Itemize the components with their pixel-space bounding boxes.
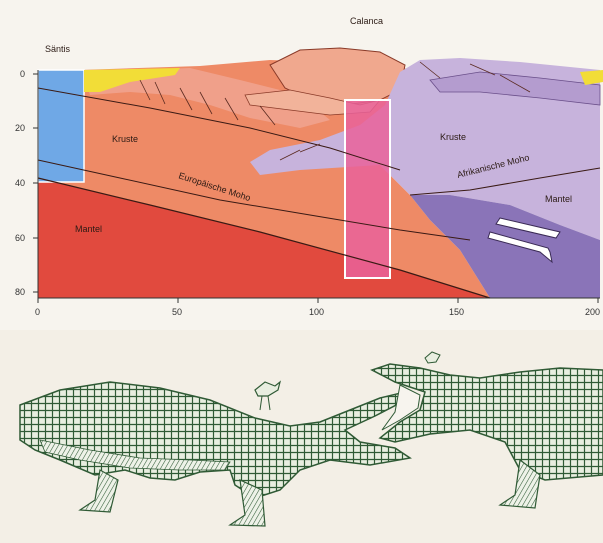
label-saentis: Säntis — [45, 44, 71, 54]
label-mantle-right: Mantel — [545, 194, 572, 204]
right-crocodile — [372, 364, 603, 480]
depth-tick-20: 20 — [15, 123, 25, 133]
distance-tick-100: 100 — [309, 307, 324, 317]
pink-column — [345, 100, 390, 278]
label-crust-left: Kruste — [112, 134, 138, 144]
distance-tick-50: 50 — [172, 307, 182, 317]
crocodile-svg — [0, 330, 603, 538]
label-mantle-left: Mantel — [75, 224, 102, 234]
distance-tick-150: 150 — [449, 307, 464, 317]
left-crocodile — [20, 382, 410, 498]
label-crust-right: Kruste — [440, 132, 466, 142]
label-calanca: Calanca — [350, 16, 383, 26]
depth-tick-40: 40 — [15, 178, 25, 188]
geology-svg: 0 20 40 60 80 0 50 100 150 200 — [0, 0, 603, 330]
depth-tick-60: 60 — [15, 233, 25, 243]
left-crocodile-leg — [80, 470, 118, 512]
distance-tick-0: 0 — [35, 307, 40, 317]
depth-tick-80: 80 — [15, 287, 25, 297]
distance-tick-200: 200 — [585, 307, 600, 317]
crocodile-illustration — [0, 330, 603, 538]
bird — [255, 382, 280, 410]
depth-tick-0: 0 — [20, 69, 25, 79]
geology-section: 0 20 40 60 80 0 50 100 150 200 — [0, 0, 603, 330]
